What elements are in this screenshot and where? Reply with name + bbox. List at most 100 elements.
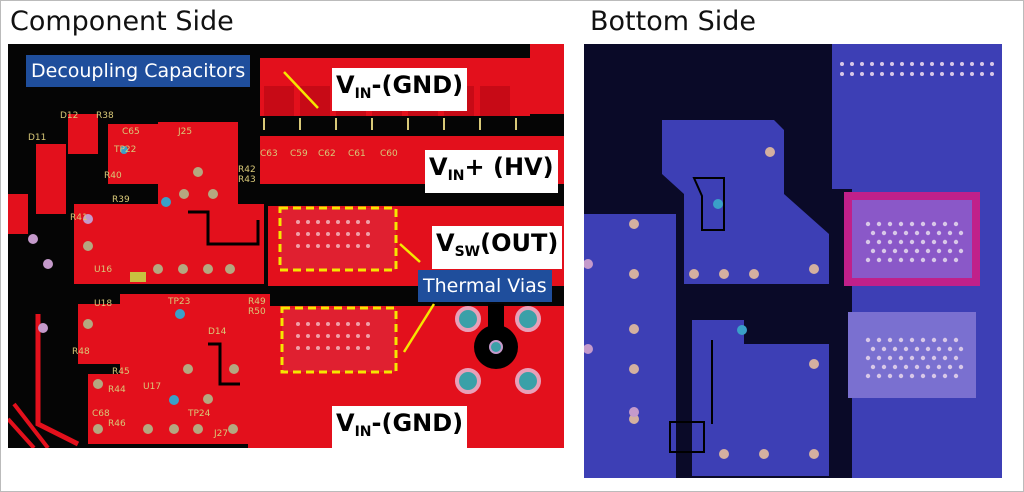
thermal-via [920, 221, 926, 227]
thermal-via [909, 239, 915, 245]
thermal-via [931, 355, 937, 361]
thermal-via [887, 221, 893, 227]
thermal-via [909, 337, 915, 343]
thermal-via [898, 373, 904, 379]
thermal-vias-label: Thermal Vias [418, 270, 552, 302]
vsw-out-label: VSW(OUT) [432, 226, 563, 269]
thermal-via [953, 221, 959, 227]
thermal-via [920, 257, 926, 263]
thermal-via [953, 373, 959, 379]
thermal-via [953, 337, 959, 343]
silkscreen-designator: R43 [238, 175, 256, 185]
thermal-via [914, 248, 920, 254]
thermal-via [876, 373, 882, 379]
silkscreen-designator: C65 [122, 127, 140, 137]
thermal-via [936, 230, 942, 236]
silkscreen-designator: TP22 [113, 145, 136, 155]
thermal-via [887, 337, 893, 343]
silkscreen-designator: C68 [92, 409, 110, 419]
thermal-via [953, 257, 959, 263]
thermal-via [903, 346, 909, 352]
thermal-via [936, 346, 942, 352]
bottom-side-pcb [584, 44, 1002, 478]
thermal-via [920, 373, 926, 379]
vin-gnd-top-label: VIN-(GND) [332, 68, 468, 111]
thermal-via [865, 239, 871, 245]
thermal-via [903, 364, 909, 370]
silkscreen-designator: C63 [260, 149, 278, 159]
thermal-via [876, 337, 882, 343]
thermal-via [953, 239, 959, 245]
silkscreen-designator: R49 [248, 297, 266, 307]
thermal-via [925, 364, 931, 370]
silkscreen-designator: D11 [28, 133, 46, 143]
thermal-via [865, 257, 871, 263]
label-rest: -(GND) [371, 71, 464, 99]
thermal-pad-highlighted [844, 192, 980, 286]
thermal-via [865, 373, 871, 379]
thermal-via [958, 346, 964, 352]
thermal-via [898, 337, 904, 343]
thermal-via [931, 221, 937, 227]
thermal-via [920, 239, 926, 245]
bottom-pour-center [662, 120, 829, 284]
thermal-via [914, 346, 920, 352]
vin-hv-label: VIN+ (HV) [425, 150, 558, 193]
thermal-via [925, 248, 931, 254]
thermal-via [942, 373, 948, 379]
thermal-via [903, 230, 909, 236]
thermal-via [942, 355, 948, 361]
thermal-pad [848, 312, 976, 398]
thermal-via [876, 239, 882, 245]
thermal-via [914, 364, 920, 370]
thermal-via [898, 257, 904, 263]
thermal-via [909, 355, 915, 361]
silkscreen-designator: J27 [213, 429, 228, 439]
thermal-via [876, 221, 882, 227]
silkscreen-designator: R41 [70, 213, 88, 223]
silkscreen-designator: R38 [96, 111, 114, 121]
silkscreen-designator: U17 [143, 382, 161, 392]
silkscreen-designator: D14 [208, 327, 227, 337]
label-main: V [429, 153, 448, 181]
thermal-via [887, 257, 893, 263]
thermal-via [898, 221, 904, 227]
silkscreen-designator: J25 [177, 127, 192, 137]
label-rest: -(GND) [371, 409, 464, 437]
silkscreen-designator: C61 [348, 149, 366, 159]
thermal-via [892, 230, 898, 236]
thermal-via [887, 239, 893, 245]
thermal-via [958, 230, 964, 236]
bottom-pour-left [584, 214, 676, 478]
thermal-via [931, 373, 937, 379]
thermal-via [898, 239, 904, 245]
label-main: V [336, 409, 355, 437]
thermal-via [865, 355, 871, 361]
silkscreen-designator: U18 [94, 299, 112, 309]
thermal-via [909, 257, 915, 263]
thermal-via [870, 230, 876, 236]
thermal-via [865, 221, 871, 227]
silkscreen-designator: R39 [112, 195, 130, 205]
label-main: V [436, 229, 455, 257]
thermal-via [881, 346, 887, 352]
thermal-via [931, 337, 937, 343]
thermal-via [865, 337, 871, 343]
silkscreen-designator: C59 [290, 149, 308, 159]
thermal-via [870, 248, 876, 254]
component-side-title: Component Side [10, 6, 234, 37]
silkscreen-designator: U16 [94, 265, 112, 275]
thermal-via [914, 230, 920, 236]
thermal-via [947, 248, 953, 254]
label-main: V [336, 71, 355, 99]
thermal-via [942, 221, 948, 227]
thermal-via [909, 221, 915, 227]
label-sub: IN [447, 168, 465, 184]
thermal-via [942, 239, 948, 245]
thermal-via [942, 337, 948, 343]
decoupling-capacitors-label: Decoupling Capacitors [26, 55, 251, 87]
label-sub: IN [354, 86, 372, 102]
silkscreen-designator: C62 [318, 149, 336, 159]
thermal-via [942, 257, 948, 263]
thermal-via [876, 257, 882, 263]
